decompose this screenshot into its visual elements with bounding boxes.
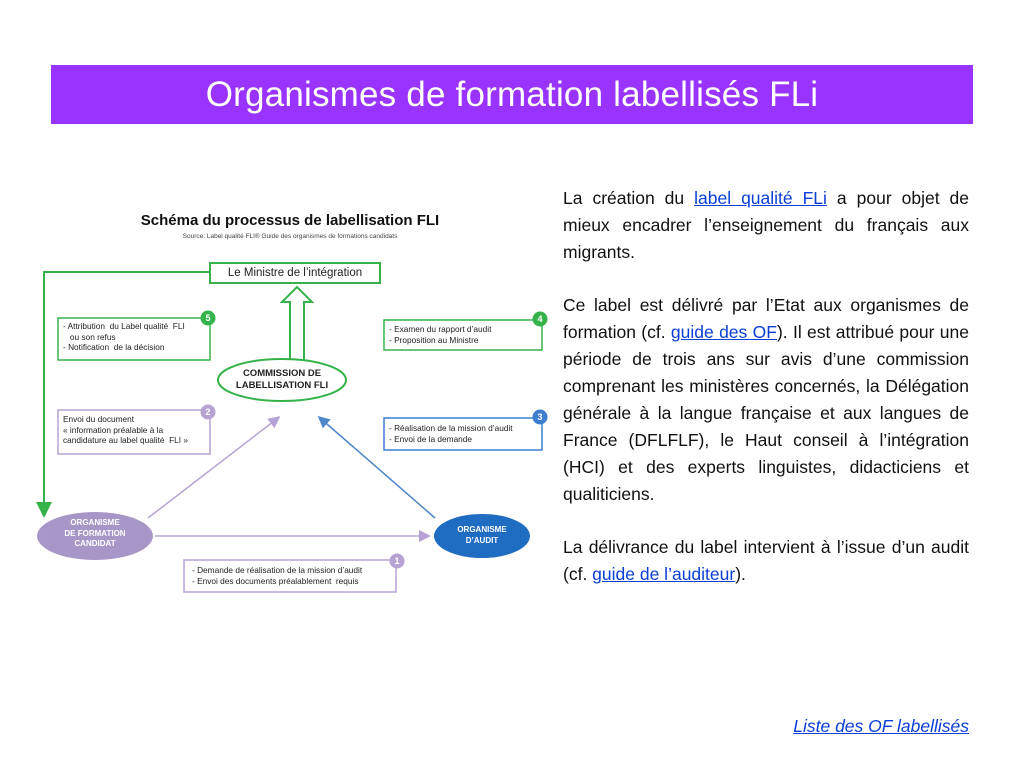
commission-label-line: LABELLISATION FLI [235,380,329,391]
paragraph-3: La délivrance du label intervient à l’is… [563,534,969,588]
badge-number-4: 4 [537,314,543,324]
audit-label-line: ORGANISME [457,525,507,534]
candidat-label: ORGANISME DE FORMATION CANDIDAT [37,518,153,550]
step-text-1: - Demande de réalisation de la mission d… [192,565,363,586]
diagram-graphics [36,262,548,593]
liste-des-of-link[interactable]: Liste des OF labellisés [793,716,969,736]
paragraph-3-text-end: ). [735,564,746,584]
candidat-label-line: CANDIDAT [74,539,116,548]
badge-number-2: 2 [205,407,211,417]
candidat-label-line: DE FORMATION [64,528,126,538]
paragraph-1-text: La création du [563,188,695,208]
commission-to-ministre-arrow [279,285,315,361]
step-box-4 [383,319,543,351]
step-text-3: - Réalisation de la mission d’audit - En… [389,423,513,444]
step-box-3 [383,417,543,451]
audit-label-line: D’AUDIT [465,535,499,545]
badge-5 [200,310,216,326]
badge-number-3: 3 [537,412,543,422]
title-bar: Organismes de formation labellisés FLi [51,65,973,124]
step-text-5: - Attribution du Label qualité FLI ou so… [63,321,185,352]
process-diagram: Schéma du processus de labellisation FLI… [30,200,550,600]
description-text: La création du label qualité FLi a pour … [563,185,969,614]
paragraph-1-text-end: a pour objet de mieux encadrer l’enseign… [563,188,970,262]
step-box-5 [57,317,211,361]
step-box-2 [57,409,211,455]
guide-des-of-link[interactable]: guide des OF [670,322,777,342]
audit-ellipse [434,514,530,558]
badge-1 [389,553,405,569]
badge-number-5: 5 [205,313,211,323]
diagram-title: Schéma du processus de labellisation FLI [140,212,440,229]
ministre-box [209,262,381,284]
commission-ellipse [217,358,347,402]
step-box-1 [183,559,397,593]
step-text-2: Envoi du document « information préalabl… [63,414,189,445]
commission-label-line: COMMISSION DE [242,368,322,379]
badge-4 [532,311,548,327]
badge-3 [532,409,548,425]
slide-title: Organismes de formation labellisés FLi [205,74,819,114]
paragraph-3-text: La délivrance du label intervient à l’is… [563,537,969,584]
audit-to-commission-arrow [317,416,436,519]
candidat-to-commission-arrow [147,416,281,519]
candidat-label-line: ORGANISME [70,518,120,527]
paragraph-1: La création du label qualité FLi a pour … [563,185,969,266]
guide-auditeur-link[interactable]: guide de l’auditeur [592,564,736,584]
ministre-to-candidat-arrow [36,271,210,518]
badge-2 [200,404,216,420]
diagram-source: Source: Label qualité FLI® Guide des org… [182,233,398,240]
paragraph-2-text-end: ). Il est attribué pour une période de t… [563,322,969,504]
label-qualite-link[interactable]: label qualité FLi [694,188,827,208]
ministre-label: Le Ministre de l’intégration [227,267,363,279]
paragraph-2: Ce label est délivré par l’Etat aux orga… [563,292,969,508]
audit-label: ORGANISME D’AUDIT [434,525,530,546]
paragraph-2-text: Ce label est délivré par l’Etat aux orga… [563,295,969,342]
candidat-ellipse [37,512,153,560]
commission-label: COMMISSION DE LABELLISATION FLI [218,368,346,392]
badge-number-1: 1 [394,556,400,566]
step-text-4: - Examen du rapport d’audit - Propositio… [389,324,492,345]
